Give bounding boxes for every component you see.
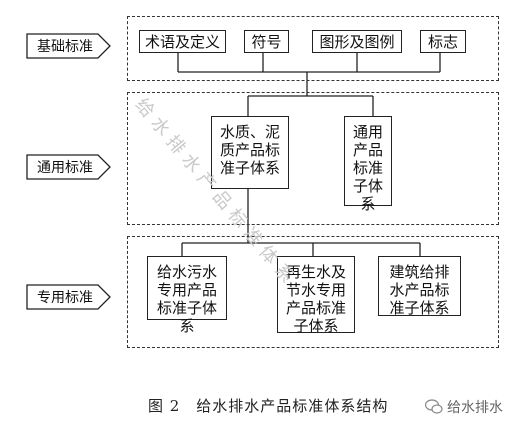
basic-item-terms: 术语及定义 — [139, 30, 226, 53]
figure-caption: 图 2 给水排水产品标准体系结构 — [148, 397, 389, 415]
basic-item-graphics: 图形及图例 — [312, 30, 402, 53]
special-item-reclaimed-water: 再生水及节水专用产品标准子体系 — [277, 256, 355, 335]
general-item-water-quality: 水质、泥质产品标准子体系 — [211, 116, 289, 189]
general-item-common-products: 通用产品标准子体系 — [344, 116, 392, 213]
special-layer-frame — [127, 236, 499, 348]
wechat-bubble-icon — [425, 399, 443, 414]
watermark-brand-text: 给水排水 — [447, 400, 503, 416]
basic-item-signs: 标志 — [420, 30, 466, 53]
basic-layer-frame — [127, 16, 499, 81]
special-item-building-drainage: 建筑给排水产品标准子体系 — [378, 256, 461, 317]
general-layer-label: 通用标准 — [37, 160, 93, 176]
special-layer-label: 专用标准 — [37, 290, 93, 306]
special-item-water-wastewater: 给水污水专用产品标准子体系 — [147, 256, 227, 335]
general-layer-frame — [127, 92, 499, 225]
basic-item-symbols: 符号 — [244, 30, 289, 53]
basic-layer-label: 基础标准 — [37, 39, 93, 55]
watermark-logo: 给水排水 — [425, 397, 503, 417]
